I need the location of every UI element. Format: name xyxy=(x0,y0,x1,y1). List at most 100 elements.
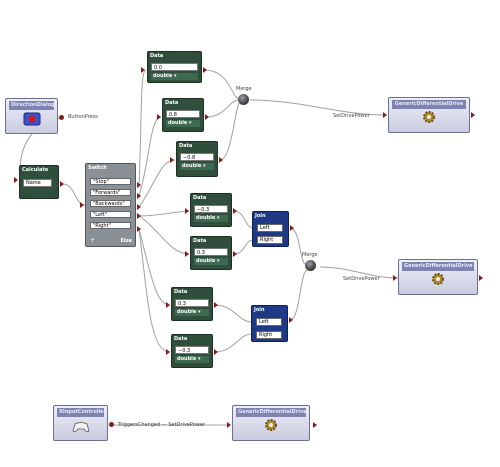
data-type-label: double xyxy=(153,73,173,79)
data-type-label: double xyxy=(168,120,188,126)
gear-icon xyxy=(263,417,279,437)
join-title: Join xyxy=(255,213,266,219)
data-type-label: double xyxy=(177,356,197,362)
join-node-2[interactable]: Join Left Right xyxy=(251,305,288,342)
data-value-field[interactable]: 0.8 xyxy=(166,110,200,118)
merge-1-node[interactable] xyxy=(238,94,249,105)
switch-node[interactable]: Switch "Stop" "Forwards" "Backwards" "Le… xyxy=(85,163,136,247)
data-08-input-port[interactable] xyxy=(157,114,161,120)
calculate-expression[interactable]: Name xyxy=(23,179,52,187)
drive-3-input-port[interactable] xyxy=(227,422,231,428)
switch-title: Switch xyxy=(88,165,107,171)
drive-2-input-port[interactable] xyxy=(393,275,397,281)
data-type-dropdown[interactable]: double ▾ xyxy=(194,215,228,222)
data-node-0[interactable]: Data 0.0 double ▾ xyxy=(147,51,202,83)
switch-output-forwards[interactable] xyxy=(137,193,141,199)
data-m03b-output-port[interactable] xyxy=(214,349,218,355)
data-type-dropdown[interactable]: double ▾ xyxy=(180,163,214,170)
data-m08-output-port[interactable] xyxy=(219,157,223,163)
data-value-field[interactable]: 0.3 xyxy=(175,299,209,307)
join-2-output-port[interactable] xyxy=(289,317,293,323)
switch-output-stop[interactable] xyxy=(137,182,141,188)
data-node-0-3-a[interactable]: Data 0.3 double ▾ xyxy=(190,236,232,270)
calculate-input-port[interactable] xyxy=(14,177,18,183)
switch-case-right[interactable]: "Right" xyxy=(90,222,131,229)
drive-title: GenericDifferentialDrive xyxy=(392,100,466,109)
join-1-output-port[interactable] xyxy=(290,225,294,231)
set-drive-power-1-label: SetDrivePower xyxy=(333,113,370,119)
switch-case-left[interactable]: "Left" xyxy=(90,211,131,218)
join-left-input[interactable]: Left xyxy=(256,318,282,326)
direction-dialog-title: DirectionDialog xyxy=(9,101,55,110)
xinput-controller-node[interactable]: XInputController xyxy=(53,405,108,441)
data-title: Data xyxy=(193,195,207,201)
data-08-output-port[interactable] xyxy=(205,114,209,120)
data-03b-input-port[interactable] xyxy=(166,302,170,308)
merge-1-label: Merge xyxy=(236,86,252,92)
switch-output-backwards[interactable] xyxy=(137,204,141,210)
drive-2-output-port[interactable] xyxy=(479,275,483,281)
set-drive-power-2-label: SetDrivePower xyxy=(343,276,380,282)
join-right-input[interactable]: Right xyxy=(257,236,283,244)
data-node-minus-0-3-b[interactable]: Data −0.3 double ▾ xyxy=(171,334,213,368)
data-m03a-input-port[interactable] xyxy=(185,208,189,214)
button-press-port[interactable] xyxy=(59,115,64,120)
switch-output-right[interactable] xyxy=(137,226,141,232)
data-type-dropdown[interactable]: double ▾ xyxy=(194,258,228,265)
data-type-label: double xyxy=(182,163,202,169)
triggers-changed-port[interactable] xyxy=(109,422,114,427)
data-title: Data xyxy=(193,238,207,244)
data-type-dropdown[interactable]: double ▾ xyxy=(151,73,198,80)
calculate-output-port[interactable] xyxy=(60,181,64,187)
data-value-field[interactable]: −0.3 xyxy=(194,205,228,213)
data-type-dropdown[interactable]: double ▾ xyxy=(166,120,200,127)
joystick-icon xyxy=(23,111,41,130)
data-0-output-port[interactable] xyxy=(203,67,207,73)
gear-icon xyxy=(421,109,437,129)
data-node-minus-0-3-a[interactable]: Data −0.3 double ▾ xyxy=(190,193,232,227)
data-m03b-input-port[interactable] xyxy=(166,349,170,355)
data-03a-input-port[interactable] xyxy=(185,251,189,257)
data-03b-output-port[interactable] xyxy=(214,302,218,308)
data-03a-output-port[interactable] xyxy=(233,251,237,257)
merge-2-node[interactable] xyxy=(305,260,316,271)
join-right-input[interactable]: Right xyxy=(256,331,282,339)
data-value-field[interactable]: 0.0 xyxy=(151,63,198,71)
data-m03a-output-port[interactable] xyxy=(233,208,237,214)
switch-output-left[interactable] xyxy=(137,213,141,219)
join-node-1[interactable]: Join Left Right xyxy=(252,211,289,247)
generic-differential-drive-2[interactable]: GenericDifferentialDrive xyxy=(398,259,478,295)
data-value-field[interactable]: −0.3 xyxy=(175,346,209,354)
data-m08-input-port[interactable] xyxy=(170,157,174,163)
data-title: Data xyxy=(179,143,193,149)
data-0-input-port[interactable] xyxy=(141,67,145,73)
generic-differential-drive-3[interactable]: GenericDifferentialDrive xyxy=(232,405,310,441)
generic-differential-drive-1[interactable]: GenericDifferentialDrive xyxy=(388,97,470,133)
drive-title: GenericDifferentialDrive xyxy=(236,408,307,417)
data-type-dropdown[interactable]: double ▾ xyxy=(175,356,209,363)
data-node-0-3-b[interactable]: Data 0.3 double ▾ xyxy=(171,287,213,321)
switch-case-backwards[interactable]: "Backwards" xyxy=(90,200,131,207)
drive-1-input-port[interactable] xyxy=(383,112,387,118)
join-left-input[interactable]: Left xyxy=(257,224,283,232)
merge-2-label: Merge xyxy=(302,252,318,258)
switch-input-port[interactable] xyxy=(80,202,84,208)
switch-case-forwards[interactable]: "Forwards" xyxy=(90,189,131,196)
data-title: Data xyxy=(150,53,164,59)
data-type-label: double xyxy=(196,215,216,221)
direction-dialog-node[interactable]: DirectionDialog xyxy=(5,98,58,134)
data-value-field[interactable]: −0.8 xyxy=(180,153,214,161)
data-type-dropdown[interactable]: double ▾ xyxy=(175,309,209,316)
data-type-label: double xyxy=(177,309,197,315)
drive-1-output-port[interactable] xyxy=(471,112,475,118)
switch-case-stop[interactable]: "Stop" xyxy=(90,178,131,185)
calculate-node[interactable]: Calculate Name xyxy=(19,165,59,199)
drive-3-output-port[interactable] xyxy=(313,422,317,428)
data-node-0-8[interactable]: Data 0.8 double ▾ xyxy=(162,98,204,132)
gamepad-icon xyxy=(72,418,90,437)
data-value-field[interactable]: 0.3 xyxy=(194,248,228,256)
switch-add-case-button[interactable]: + xyxy=(90,237,96,244)
data-node-minus-0-8[interactable]: Data −0.8 double ▾ xyxy=(176,141,218,177)
triggers-changed-label: TriggersChanged — SetDrivePower xyxy=(118,422,206,428)
